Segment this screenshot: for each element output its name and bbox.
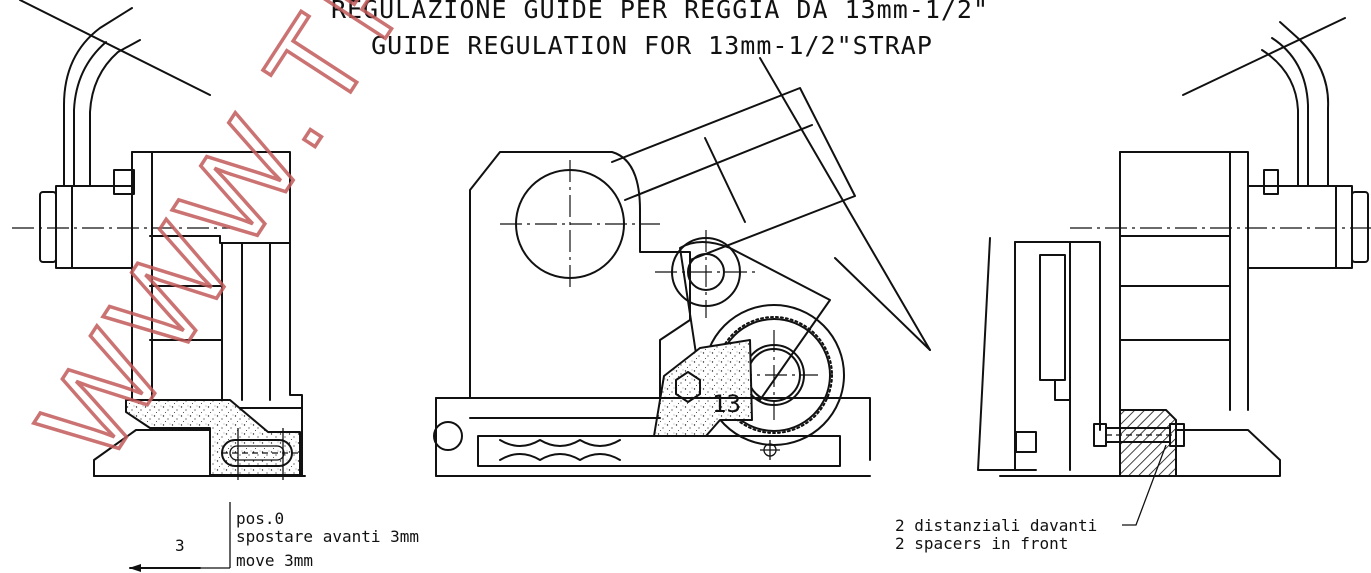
right-note: 2 distanziali davanti 2 spacers in front [895,516,1097,553]
move-instruction-italian: spostare avanti 3mm [236,527,419,546]
move-instruction-english: move 3mm [236,551,313,570]
position-label: pos.0 [236,509,284,528]
title-line-2: GUIDE REGULATION FOR 13mm-1/2"STRAP [371,31,933,60]
right-side-view [977,17,1371,526]
spacer-note-english: 2 spacers in front [895,534,1068,553]
left-side-view [12,0,306,480]
left-note: 3 pos.0 spostare avanti 3mm move 3mm [129,502,419,572]
center-front-view: 13 [433,57,931,477]
title-line-1: REGULAZIONE GUIDE PER REGGIA DA 13mm-1/2… [331,0,989,24]
knob-size-label: 13 [712,390,741,418]
spacer-note-italian: 2 distanziali davanti [895,516,1097,535]
dimension-label: 3 [175,536,185,555]
watermark: WWW.TRA [12,0,507,485]
